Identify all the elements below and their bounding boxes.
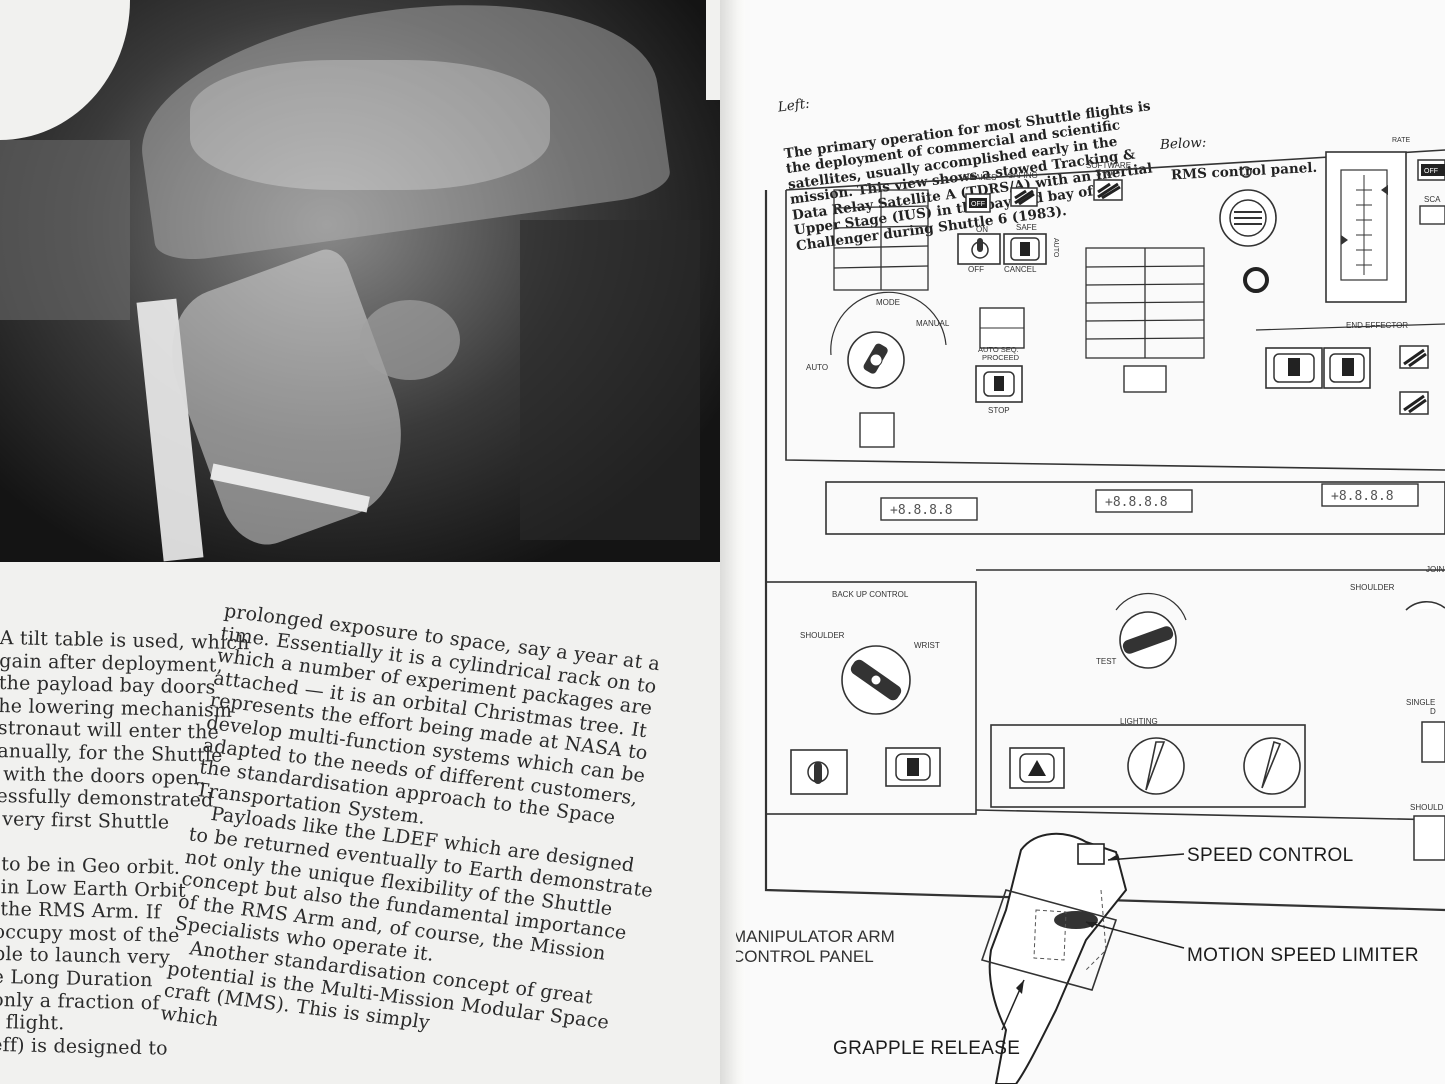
arm-on-off-toggle[interactable] bbox=[957, 233, 1001, 265]
safing-label: SAFING bbox=[1008, 171, 1038, 180]
manual-label: MANUAL bbox=[916, 319, 950, 328]
backup-joint-selector-knob[interactable] bbox=[841, 645, 911, 715]
shoulder-right-label: SHOULDER bbox=[1350, 583, 1395, 592]
cancel-label: CANCEL bbox=[1004, 265, 1037, 274]
on-label: ON bbox=[976, 225, 988, 234]
hand-controller-illustration bbox=[980, 832, 1128, 1084]
end-effector-indicator-2 bbox=[1399, 391, 1429, 415]
rate-meter bbox=[1325, 151, 1407, 303]
single-drive-switch[interactable] bbox=[1421, 721, 1445, 763]
indicator-grid-left bbox=[833, 189, 929, 291]
joint-label: JOIN bbox=[1426, 565, 1444, 574]
mode-indicator-lamp bbox=[859, 412, 895, 448]
test-label: TEST bbox=[1096, 657, 1117, 666]
joint-selector-knob[interactable] bbox=[1405, 600, 1445, 611]
backup-pushbutton[interactable] bbox=[885, 747, 941, 787]
indicator-grid-mid bbox=[1085, 247, 1205, 359]
safe-label: SAFE bbox=[1016, 223, 1037, 232]
auto-seq-proceed-button[interactable] bbox=[975, 365, 1023, 403]
mode-selector-knob[interactable] bbox=[830, 291, 947, 389]
position-display-2: +8.8.8.8 bbox=[1095, 489, 1193, 513]
software-stop-label: SOFTWARE bbox=[1086, 161, 1131, 170]
body-text-column-2: prolonged exposure to space, say a year … bbox=[159, 600, 683, 1080]
shuttle-payload-photo bbox=[0, 0, 726, 562]
single-label: SINGLE bbox=[1406, 698, 1435, 707]
lighting-label: LIGHTING bbox=[1120, 717, 1158, 726]
panel-title-line-2: CONTROL PANEL bbox=[736, 947, 874, 966]
backup-control-label: BACK UP CONTROL bbox=[832, 590, 909, 599]
rate-off-button[interactable]: OFF bbox=[1417, 159, 1445, 181]
speed-control-leader bbox=[1107, 853, 1185, 861]
safing-button[interactable] bbox=[1010, 187, 1038, 207]
end-effector-switch-2[interactable] bbox=[1323, 347, 1371, 389]
single-label-2: D bbox=[1430, 707, 1436, 716]
rate-label: RATE bbox=[1392, 137, 1410, 144]
status-indicator-lamp bbox=[1123, 365, 1167, 393]
hand-controller-port bbox=[1219, 189, 1277, 247]
shoulder-brake-switch[interactable] bbox=[1413, 815, 1445, 861]
test-knob[interactable] bbox=[1115, 592, 1187, 669]
svg-text:+8.8.8.8: +8.8.8.8 bbox=[890, 503, 953, 518]
svg-text:+8.8.8.8: +8.8.8.8 bbox=[1105, 495, 1168, 510]
lighting-dimmer-knob-2[interactable] bbox=[1243, 737, 1301, 795]
grapple-release-callout: GRAPPLE RELEASE bbox=[833, 1038, 1021, 1059]
speed-control-callout: SPEED CONTROL bbox=[1187, 845, 1354, 866]
end-effector-indicator-1 bbox=[1399, 345, 1429, 369]
col1-line: eff) is designed to bbox=[0, 1033, 169, 1060]
mode-label: MODE bbox=[876, 298, 900, 307]
auto-side-label: AUTO bbox=[1052, 238, 1059, 258]
auto-label: AUTO bbox=[806, 363, 828, 372]
motion-limiter-leader bbox=[1085, 921, 1185, 949]
shoulder2-label: SHOULD bbox=[1410, 803, 1444, 812]
svg-text:+8.8.8.8: +8.8.8.8 bbox=[1331, 489, 1394, 504]
lighting-pushbutton[interactable] bbox=[1009, 747, 1065, 789]
ring-indicator bbox=[1243, 267, 1269, 293]
backup-shoulder-label: SHOULDER bbox=[800, 631, 845, 640]
position-display-1: +8.8.8.8 bbox=[880, 497, 978, 521]
backup-wrist-label: WRIST bbox=[914, 641, 940, 650]
rms-control-panel-diagram: BRAKES SAFING SOFTWARE STOP OFF ON SAFE … bbox=[736, 137, 1445, 1084]
brakes-off-text: OFF bbox=[971, 201, 985, 208]
sca-button[interactable] bbox=[1419, 205, 1445, 225]
brakes-label: BRAKES bbox=[964, 173, 996, 182]
off-label: OFF bbox=[968, 265, 984, 274]
small-knob bbox=[1240, 166, 1252, 178]
auto-seq-label: AUTO SEQ. bbox=[978, 345, 1019, 354]
proceed-label: PROCEED bbox=[982, 353, 1020, 362]
motion-speed-limiter-callout: MOTION SPEED LIMITER bbox=[1187, 945, 1419, 966]
rate-off-text: OFF bbox=[1424, 168, 1438, 175]
end-effector-label: END EFFECTOR bbox=[1346, 321, 1408, 330]
software-stop-button[interactable] bbox=[1093, 179, 1123, 201]
backup-toggle-switch[interactable] bbox=[790, 749, 848, 795]
stop-label: STOP bbox=[988, 406, 1010, 415]
software-stop-label-2: STOP bbox=[1096, 169, 1118, 178]
position-display-3: +8.8.8.8 bbox=[1321, 483, 1419, 507]
panel-title-line-1: MANIPULATOR ARM bbox=[736, 927, 895, 946]
end-effector-switch-1[interactable] bbox=[1265, 347, 1323, 389]
brakes-off-button[interactable]: OFF bbox=[965, 193, 991, 213]
sca-label: SCA bbox=[1424, 195, 1441, 204]
lighting-dimmer-knob-1[interactable] bbox=[1127, 737, 1185, 795]
safe-cancel-button[interactable] bbox=[1003, 233, 1047, 265]
